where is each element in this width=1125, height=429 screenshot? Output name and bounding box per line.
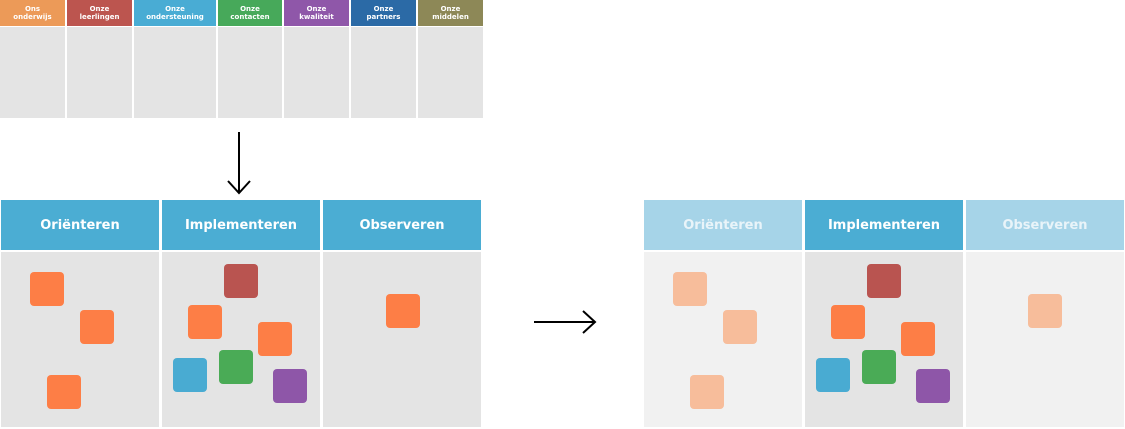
sticky-note — [224, 264, 258, 298]
category-column-leerlingen — [67, 27, 132, 118]
sticky-note — [916, 369, 950, 403]
sticky-note — [80, 310, 114, 344]
sticky-note — [816, 358, 850, 392]
sticky-note-faded — [723, 310, 757, 344]
sticky-note — [386, 294, 420, 328]
category-column-kwaliteit — [284, 27, 349, 118]
category-column-contacten — [218, 27, 282, 118]
sticky-note — [258, 322, 292, 356]
sticky-note — [273, 369, 307, 403]
column-header-implementeren: Implementeren — [162, 200, 320, 250]
category-column-ondersteuning — [134, 27, 216, 118]
sticky-note — [30, 272, 64, 306]
sticky-note — [831, 305, 865, 339]
category-column-middelen — [418, 27, 483, 118]
column-header-orienteren-faded: Oriënteren — [644, 200, 802, 250]
sticky-note — [173, 358, 207, 392]
sticky-note — [188, 305, 222, 339]
column-observeren-faded — [966, 252, 1124, 427]
category-column-onderwijs — [0, 27, 65, 118]
column-observeren — [323, 252, 481, 427]
column-header-observeren-faded: Observeren — [966, 200, 1124, 250]
sticky-note-faded — [690, 375, 724, 409]
arrow-down-icon — [227, 132, 251, 195]
sticky-note — [862, 350, 896, 384]
category-header-onderwijs: Ons onderwijs — [0, 0, 65, 26]
column-header-observeren: Observeren — [323, 200, 481, 250]
arrow-right-icon — [534, 310, 597, 334]
sticky-note — [47, 375, 81, 409]
sticky-note-faded — [1028, 294, 1062, 328]
sticky-note-faded — [673, 272, 707, 306]
sticky-note — [901, 322, 935, 356]
sticky-note — [867, 264, 901, 298]
category-header-ondersteuning: Onze ondersteuning — [134, 0, 216, 26]
category-header-middelen: Onze middelen — [418, 0, 483, 26]
category-header-kwaliteit: Onze kwaliteit — [284, 0, 349, 26]
category-header-contacten: Onze contacten — [218, 0, 282, 26]
column-header-orienteren: Oriënteren — [1, 200, 159, 250]
column-header-implementeren-highlighted: Implementeren — [805, 200, 963, 250]
category-header-partners: Onze partners — [351, 0, 416, 26]
sticky-note — [219, 350, 253, 384]
category-column-partners — [351, 27, 416, 118]
category-header-leerlingen: Onze leerlingen — [67, 0, 132, 26]
